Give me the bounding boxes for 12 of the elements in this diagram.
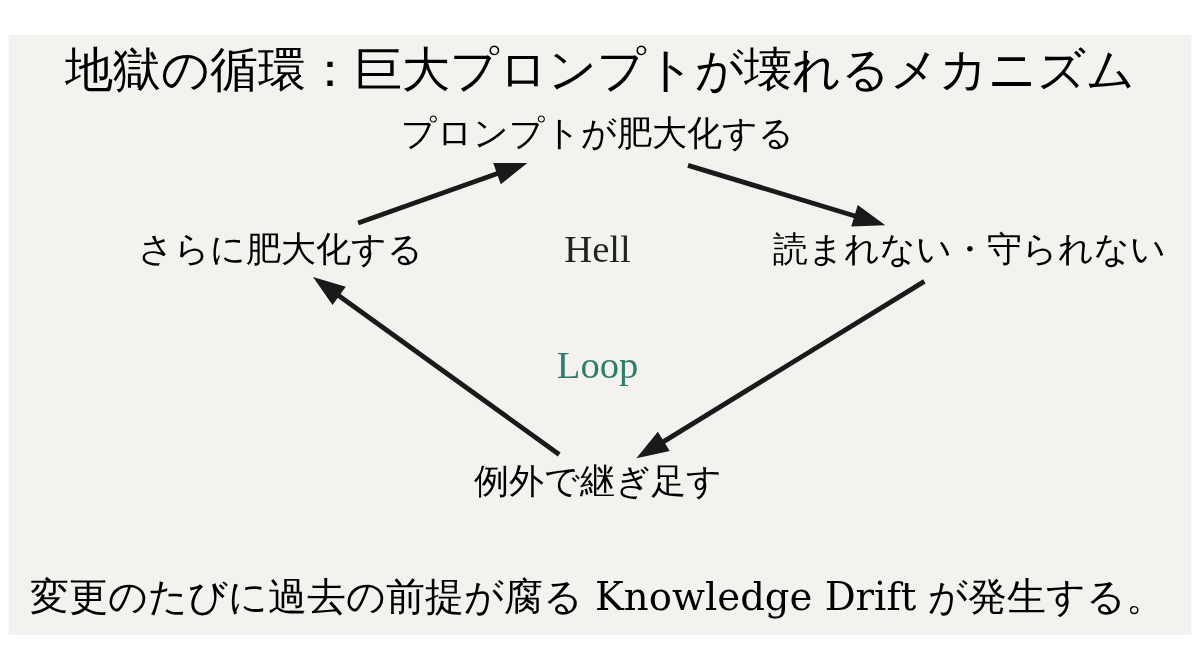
node-text: 読まれない・守られない xyxy=(772,228,1166,270)
arrow xyxy=(313,277,561,457)
node-text: 例外で継ぎ足す xyxy=(473,459,722,501)
label: Hell xyxy=(564,228,631,271)
arrow xyxy=(636,279,926,459)
label: Loop xyxy=(556,343,639,386)
diagram-title: 地獄の循環：巨大プロンプトが壊れるメカニズム xyxy=(65,41,1135,98)
caption: 変更のたびに過去の前提が腐る Knowledge Drift が発生する。 xyxy=(29,573,1166,619)
node-text: さらに肥大化する xyxy=(138,228,424,270)
arrow xyxy=(357,162,528,226)
node-text: プロンプトが肥大化する xyxy=(401,112,795,154)
arrow xyxy=(687,163,886,227)
